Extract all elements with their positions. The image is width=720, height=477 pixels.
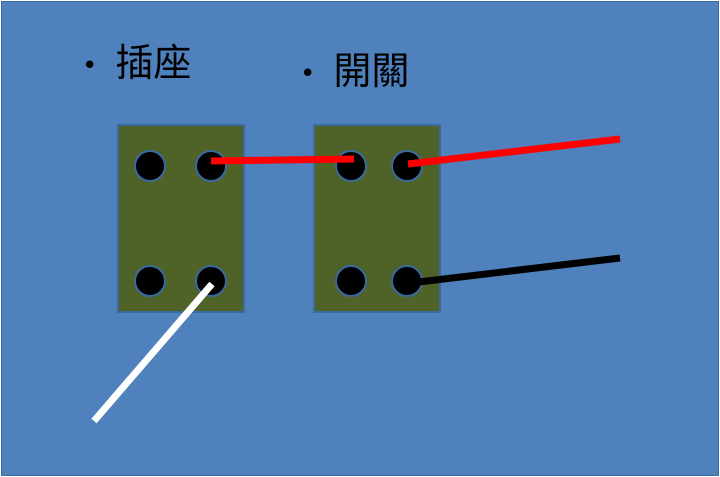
switch-label-text: 開關 — [333, 49, 410, 93]
socket-label-text: 插座 — [115, 41, 192, 85]
switch-bullet: • — [300, 58, 316, 89]
socket-terminal-top-left — [134, 150, 166, 182]
white-wire-socket — [91, 281, 215, 424]
socket-label: • 插座 — [82, 44, 191, 82]
socket-terminal-bottom-right — [195, 265, 227, 297]
socket-terminal-top-right — [195, 150, 227, 182]
black-wire-switch-to-line — [409, 254, 621, 287]
red-wire-switch-to-line — [407, 135, 621, 168]
socket-bullet: • — [82, 50, 98, 81]
switch-terminal-top-right — [391, 150, 423, 182]
red-wire-socket-to-switch — [210, 155, 355, 165]
switch-terminal-top-left — [335, 150, 367, 182]
switch-label: • 開關 — [300, 52, 409, 90]
switch-terminal-bottom-left — [335, 265, 367, 297]
socket-terminal-bottom-left — [134, 265, 166, 297]
